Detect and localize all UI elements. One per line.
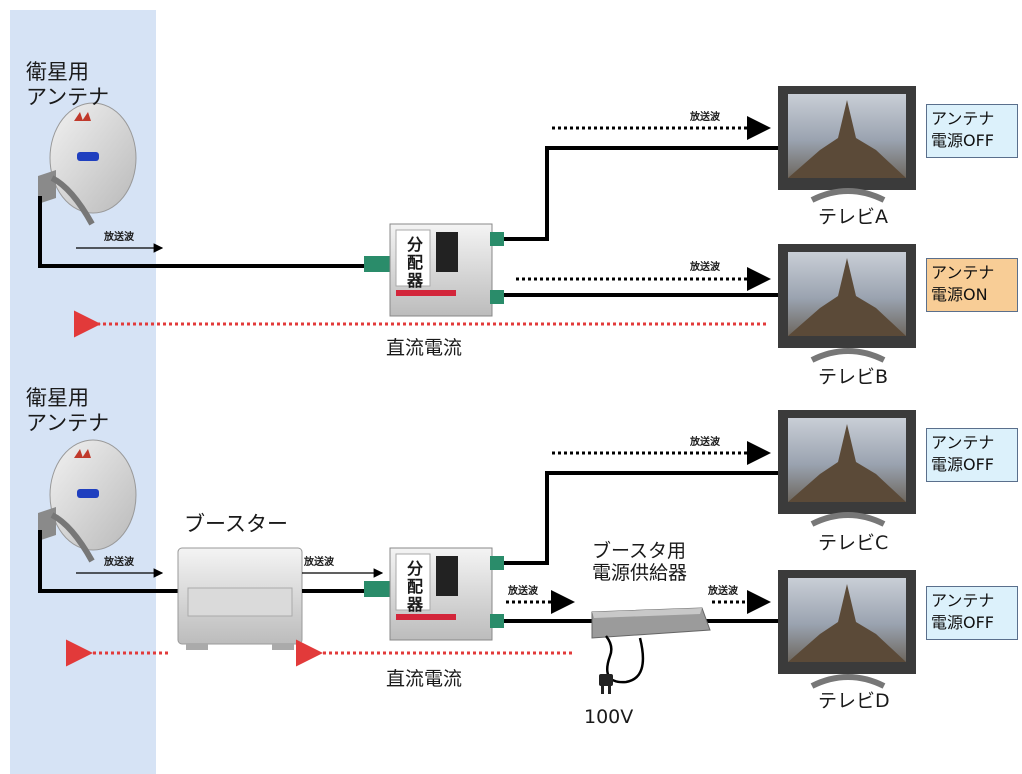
antenna-label: 衛星用 アンテナ [26, 386, 110, 435]
broadcast-label: 放送波 [508, 586, 538, 597]
tv-c-status-badge: アンテナ電源OFF [926, 428, 1018, 482]
power-supply-icon [591, 607, 711, 684]
splitter-label: 分配器 [406, 235, 423, 290]
splitter-icon [364, 223, 504, 317]
tv-icon [778, 570, 916, 689]
broadcast-label: 放送波 [104, 232, 134, 243]
broadcast-label: 放送波 [690, 437, 720, 448]
booster-label: ブースター [184, 512, 288, 536]
splitter-icon [364, 547, 504, 641]
dc-current-label: 直流電流 [386, 337, 463, 359]
tv-icon [778, 244, 916, 363]
broadcast-label: 放送波 [690, 262, 720, 273]
dc-current-label: 直流電流 [386, 668, 463, 690]
tv-d-label: テレビD [818, 690, 890, 712]
splitter-label: 分配器 [406, 559, 423, 614]
satellite-dish-icon [38, 102, 137, 226]
tv-icon [778, 410, 916, 527]
broadcast-label: 放送波 [708, 586, 738, 597]
voltage-label: 100V [584, 706, 634, 728]
booster-icon [177, 547, 303, 650]
tv-c-label: テレビC [818, 532, 889, 554]
broadcast-label: 放送波 [690, 112, 720, 123]
power-supply-label: ブースタ用 電源供給器 [592, 540, 688, 584]
tv-b-status-badge: アンテナ電源ON [926, 258, 1018, 312]
antenna-label: 衛星用 アンテナ [26, 60, 110, 109]
tv-d-status-badge: アンテナ電源OFF [926, 586, 1018, 640]
tv-a-label: テレビA [818, 206, 888, 228]
broadcast-label: 放送波 [104, 557, 134, 568]
broadcast-label: 放送波 [304, 557, 334, 568]
satellite-dish-icon [38, 439, 137, 563]
tv-a-status-badge: アンテナ電源OFF [926, 104, 1018, 158]
plug-icon [599, 674, 613, 694]
tv-b-label: テレビB [818, 366, 889, 388]
tv-icon [778, 86, 916, 203]
